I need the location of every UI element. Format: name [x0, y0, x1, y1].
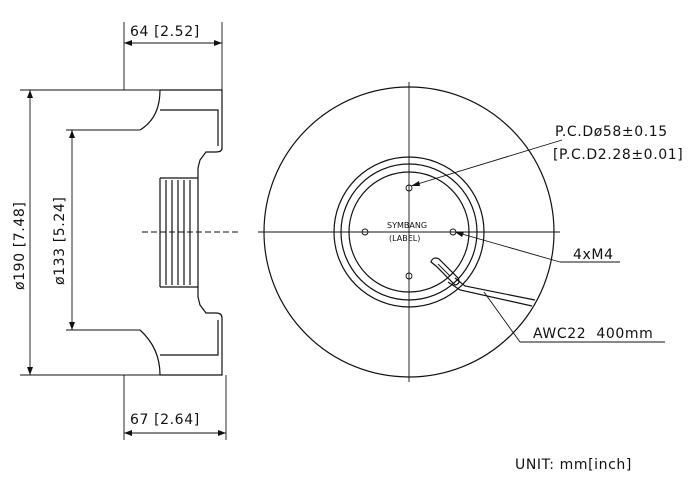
front-view: SYMBANG (LABEL) P.C.Dø58±0.15 [P.C.D2.28… [258, 82, 683, 382]
wire-label: AWC22 400mm [533, 326, 653, 342]
outer-diameter-dimension: ø190 [7.48] [12, 89, 160, 376]
leaders [410, 139, 665, 343]
wire-exit [430, 257, 536, 307]
screw-label: 4xM4 [573, 247, 614, 263]
inner-diameter-dimension: ø133 [5.24] [52, 129, 140, 331]
pcd-metric-label: P.C.Dø58±0.15 [555, 124, 668, 140]
label-brand: SYMBANG [387, 221, 427, 230]
unit-note: UNIT: mm[inch] [515, 457, 632, 473]
pcd-imperial-label: [P.C.D2.28±0.01] [553, 147, 683, 163]
side-profile [139, 89, 238, 376]
outer-dia-label: ø190 [7.48] [12, 202, 28, 290]
label-text: (LABEL) [389, 234, 420, 243]
inner-dia-label: ø133 [5.24] [52, 197, 68, 285]
side-view: 64 [2.52] 67 [2.64] ø190 [7.48] [12, 22, 238, 440]
bottom-dim-label: 67 [2.64] [130, 412, 200, 428]
bottom-dimension: 67 [2.64] [123, 375, 227, 440]
top-dimension: 64 [2.52] [123, 22, 223, 90]
top-dim-label: 64 [2.52] [130, 24, 200, 40]
